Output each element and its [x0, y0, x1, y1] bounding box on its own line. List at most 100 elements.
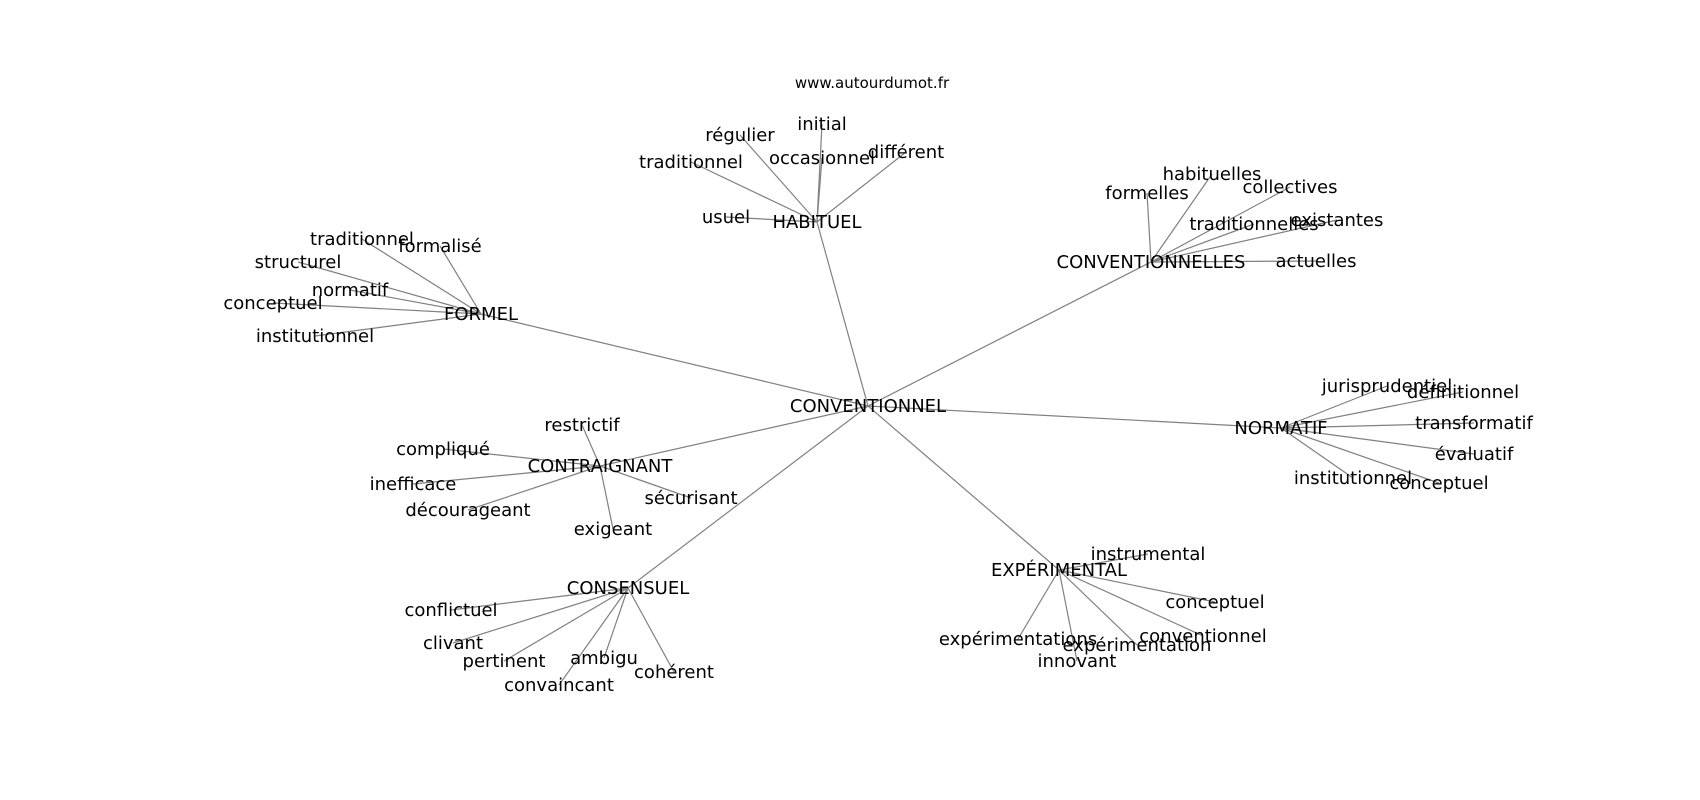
leaf-node-label[interactable]: convaincant [504, 675, 614, 696]
leaf-node-label[interactable]: transformatif [1415, 413, 1533, 434]
leaf-node-label[interactable]: conflictuel [404, 600, 497, 621]
edge-root-to-hub [627, 405, 869, 589]
edge-hub-to-leaf [1280, 427, 1354, 479]
labels: CONVENTIONNEL HABITUEL initial régulierocca… [223, 114, 1533, 696]
edge-hub-to-leaf [467, 465, 601, 511]
leaf-node-label[interactable]: instrumental [1091, 544, 1206, 565]
hub-node-label[interactable]: NORMATIF [1234, 418, 1327, 439]
edge-hub-to-leaf [627, 587, 675, 673]
edge-root-to-hub [867, 261, 1152, 407]
edge-hub-to-leaf [1150, 186, 1291, 263]
leaf-node-label[interactable]: exigeant [574, 519, 652, 540]
edge-hub-to-leaf [816, 157, 823, 223]
leaf-node-label[interactable]: usuel [702, 207, 750, 228]
edge-hub-to-leaf [349, 289, 482, 315]
leaf-node-label[interactable]: innovant [1038, 651, 1117, 672]
leaf-node-label[interactable]: cohérent [634, 662, 714, 683]
edge-hub-to-leaf [1280, 427, 1440, 484]
leaf-node-label[interactable]: formelles [1105, 183, 1189, 204]
edges [272, 123, 1475, 686]
leaf-node-label[interactable]: formalisé [398, 236, 481, 257]
edge-hub-to-leaf [503, 587, 629, 662]
leaf-node-label[interactable]: institutionnel [256, 326, 374, 347]
leaf-node-label[interactable]: occasionnel [769, 148, 875, 169]
edge-root-to-hub [867, 405, 1060, 571]
leaf-node-label[interactable]: existantes [1291, 210, 1384, 231]
edge-root-to-hub [867, 405, 1282, 429]
edge-hub-to-leaf [725, 216, 818, 223]
leaf-node-label[interactable]: conceptuel [1389, 473, 1488, 494]
leaf-node-label[interactable]: compliqué [396, 439, 490, 460]
edge-root-to-hub [599, 405, 869, 467]
leaf-node-label[interactable]: traditionnelles [1189, 214, 1318, 235]
leaf-node-label[interactable]: différent [868, 142, 944, 163]
leaf-node-label[interactable]: institutionnel [1294, 468, 1412, 489]
edge-root-to-hub [480, 313, 869, 407]
hub-node-label[interactable]: HABITUEL [772, 212, 861, 233]
leaf-node-label[interactable]: restrictif [544, 415, 620, 436]
edge-hub-to-leaf [599, 465, 692, 499]
leaf-node-label[interactable]: structurel [255, 252, 342, 273]
edge-hub-to-leaf [412, 465, 601, 485]
edge-hub-to-leaf [599, 465, 614, 530]
edge-hub-to-leaf [450, 587, 629, 611]
edge-root-to-hub [816, 221, 869, 407]
leaf-node-label[interactable]: expérimentations [939, 629, 1097, 650]
leaf-node-label[interactable]: évaluatif [1435, 444, 1514, 465]
edge-hub-to-leaf [1150, 260, 1317, 263]
hub-node-label[interactable]: CONTRAIGNANT [528, 456, 674, 477]
leaf-node-label[interactable]: inefficace [370, 474, 457, 495]
edge-hub-to-leaf [439, 245, 482, 315]
edge-hub-to-leaf [1017, 569, 1060, 640]
edge-hub-to-leaf [1146, 192, 1152, 263]
leaf-node-label[interactable]: collectives [1242, 177, 1337, 198]
edge-hub-to-leaf [1280, 422, 1475, 429]
hub-node-label[interactable]: FORMEL [444, 304, 518, 325]
edge-hub-to-leaf [816, 151, 907, 223]
hub-node-label[interactable]: CONVENTIONNELLES [1057, 252, 1246, 273]
hub-node-label[interactable]: EXPÉRIMENTAL [991, 559, 1127, 581]
edge-hub-to-leaf [603, 587, 629, 659]
leaf-node-label[interactable]: habituelles [1163, 164, 1262, 185]
hub-node-label[interactable]: CONSENSUEL [567, 578, 689, 599]
edge-hub-to-leaf [1150, 223, 1255, 263]
source-label: www.autourdumot.fr [795, 74, 950, 92]
edge-hub-to-leaf [297, 261, 482, 315]
root-node-label[interactable]: CONVENTIONNEL [790, 396, 946, 417]
leaf-node-label[interactable]: expérimentation [1063, 635, 1212, 656]
edge-hub-to-leaf [558, 587, 629, 686]
leaf-node-label[interactable]: jurisprudentiel [1321, 376, 1452, 397]
leaf-node-label[interactable]: définitionnel [1407, 382, 1519, 403]
leaf-node-label[interactable]: initial [797, 114, 847, 135]
edge-hub-to-leaf [1058, 569, 1078, 662]
edge-hub-to-leaf [1150, 173, 1213, 263]
edge-hub-to-leaf [581, 424, 601, 467]
edge-hub-to-leaf [272, 302, 482, 315]
edge-hub-to-leaf [452, 587, 629, 644]
edge-hub-to-leaf [1280, 427, 1475, 455]
edge-hub-to-leaf [1150, 219, 1338, 263]
leaf-node-label[interactable]: sécurisant [644, 488, 737, 509]
leaf-node-label[interactable]: conceptuel [1165, 592, 1264, 613]
leaf-node-label[interactable]: conventionnel [1139, 626, 1266, 647]
leaf-node-label[interactable]: ambigu [570, 648, 638, 669]
leaf-node-label[interactable]: clivant [423, 633, 483, 654]
edge-hub-to-leaf [1058, 553, 1149, 571]
edge-hub-to-leaf [1058, 569, 1216, 603]
edge-hub-to-leaf [314, 313, 482, 337]
leaf-node-label[interactable]: pertinent [463, 651, 546, 672]
leaf-node-label[interactable]: actuelles [1276, 251, 1357, 272]
edge-hub-to-leaf [690, 161, 818, 223]
edge-hub-to-leaf [1058, 569, 1204, 637]
edge-hub-to-leaf [1058, 569, 1138, 646]
edge-hub-to-leaf [361, 238, 482, 315]
leaf-node-label[interactable]: traditionnel [639, 152, 743, 173]
leaf-node-label[interactable]: régulier [705, 125, 775, 146]
edge-hub-to-leaf [739, 134, 818, 223]
leaf-node-label[interactable]: traditionnel [310, 229, 414, 250]
leaf-node-label[interactable]: normatif [312, 280, 389, 301]
leaf-node-label[interactable]: décourageant [405, 500, 530, 521]
leaf-node-label[interactable]: conceptuel [223, 293, 322, 314]
